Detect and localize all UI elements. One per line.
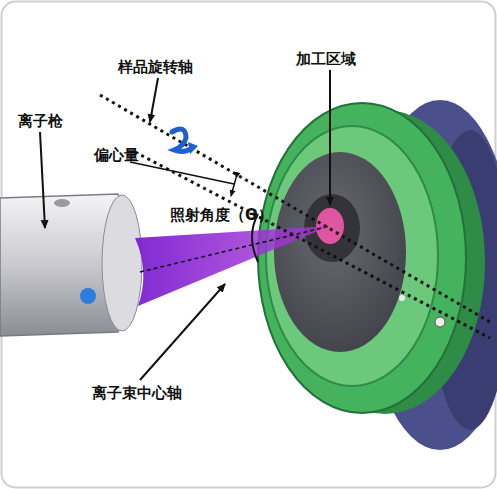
callout-label: 样品旋转轴 bbox=[118, 58, 193, 76]
beam-axis bbox=[140, 226, 330, 272]
sample-disk bbox=[274, 152, 406, 352]
leader-line bbox=[140, 284, 225, 380]
leader-line bbox=[329, 70, 331, 205]
ion-gun-face bbox=[102, 195, 142, 331]
callout-label: 加工区域 bbox=[296, 50, 356, 68]
holder-ring bbox=[258, 103, 466, 413]
leader-line bbox=[150, 78, 158, 122]
rotation-symbol bbox=[172, 129, 192, 152]
screw bbox=[435, 317, 445, 327]
rotation-symbol-head bbox=[188, 142, 198, 154]
callout-label: 照射角度（Θ） bbox=[170, 206, 273, 224]
callout-label: 离子束中心轴 bbox=[92, 384, 182, 402]
leader-line bbox=[40, 132, 45, 228]
callout-label: 偏心量 bbox=[94, 146, 139, 164]
offset-dimension bbox=[231, 178, 236, 196]
ion-gun-port bbox=[80, 288, 96, 304]
ion-gun-slot bbox=[54, 199, 70, 207]
holder-face bbox=[266, 126, 438, 386]
rotation-axis bbox=[100, 95, 490, 322]
screw bbox=[399, 295, 405, 301]
ion-beam bbox=[135, 226, 330, 306]
leader-line bbox=[130, 162, 234, 184]
offset-axis bbox=[135, 152, 490, 338]
callout-label: 离子枪 bbox=[18, 112, 63, 130]
